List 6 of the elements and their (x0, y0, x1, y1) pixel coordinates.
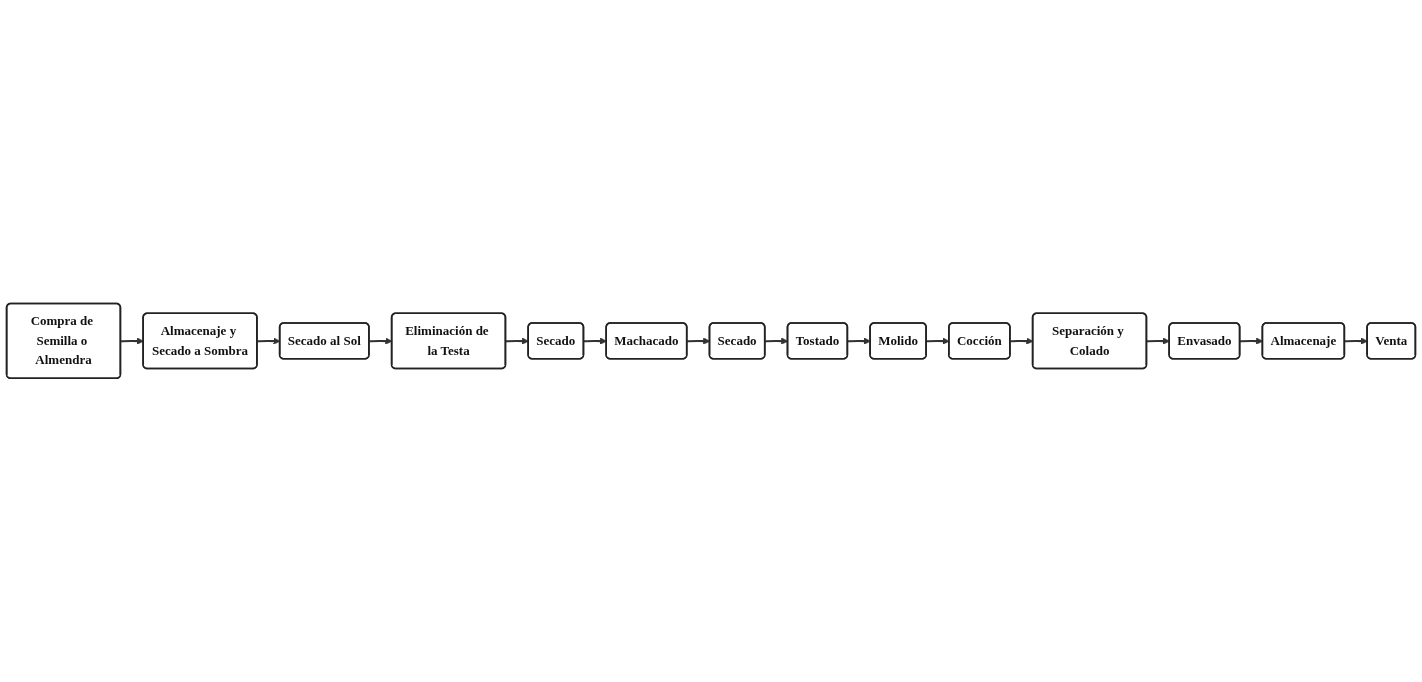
arrow (583, 337, 607, 345)
arrow (120, 337, 144, 345)
arrow (1344, 337, 1368, 345)
arrow (505, 337, 529, 345)
arrow (847, 337, 871, 345)
arrow (1146, 337, 1170, 345)
